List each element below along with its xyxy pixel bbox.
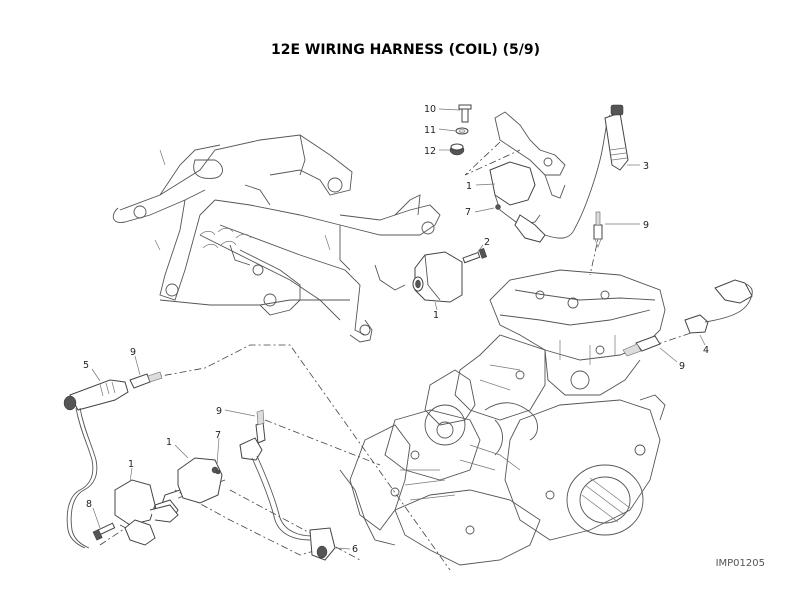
left-cable xyxy=(63,371,163,549)
callout-9-low: 9 xyxy=(216,406,222,417)
lower-cable xyxy=(239,409,336,561)
engine-illustration xyxy=(339,269,666,566)
leader-lines xyxy=(91,108,706,550)
callout-1-mid: 1 xyxy=(433,310,439,321)
callout-numbers: 10 11 12 1 7 3 9 2 1 4 9 5 9 9 1 7 1 8 6 xyxy=(83,104,709,555)
callout-1-top: 1 xyxy=(466,181,472,192)
frame-illustration xyxy=(112,134,441,343)
right-cable xyxy=(622,279,753,357)
callout-9-top: 9 xyxy=(643,220,649,231)
callout-12: 12 xyxy=(424,146,436,157)
image-code: IMP01205 xyxy=(715,558,765,569)
page-title: 12E WIRING HARNESS (COIL) (5/9) xyxy=(270,42,541,58)
callout-7-low: 7 xyxy=(215,430,221,441)
callout-1-low-b: 1 xyxy=(128,459,134,470)
top-parts xyxy=(449,104,629,248)
middle-coil xyxy=(412,247,488,303)
callout-1-low-a: 1 xyxy=(166,437,172,448)
callout-6: 6 xyxy=(352,544,358,555)
callout-11: 11 xyxy=(424,125,436,136)
callout-10: 10 xyxy=(424,104,436,115)
callout-9-right: 9 xyxy=(679,361,685,372)
callout-4: 4 xyxy=(703,345,709,356)
callout-7-top: 7 xyxy=(465,207,471,218)
callout-3: 3 xyxy=(643,161,649,172)
callout-8: 8 xyxy=(86,499,92,510)
callout-2: 2 xyxy=(484,237,490,248)
lower-coils xyxy=(92,457,223,546)
callout-9-left: 9 xyxy=(130,347,136,358)
callout-5: 5 xyxy=(83,360,89,371)
